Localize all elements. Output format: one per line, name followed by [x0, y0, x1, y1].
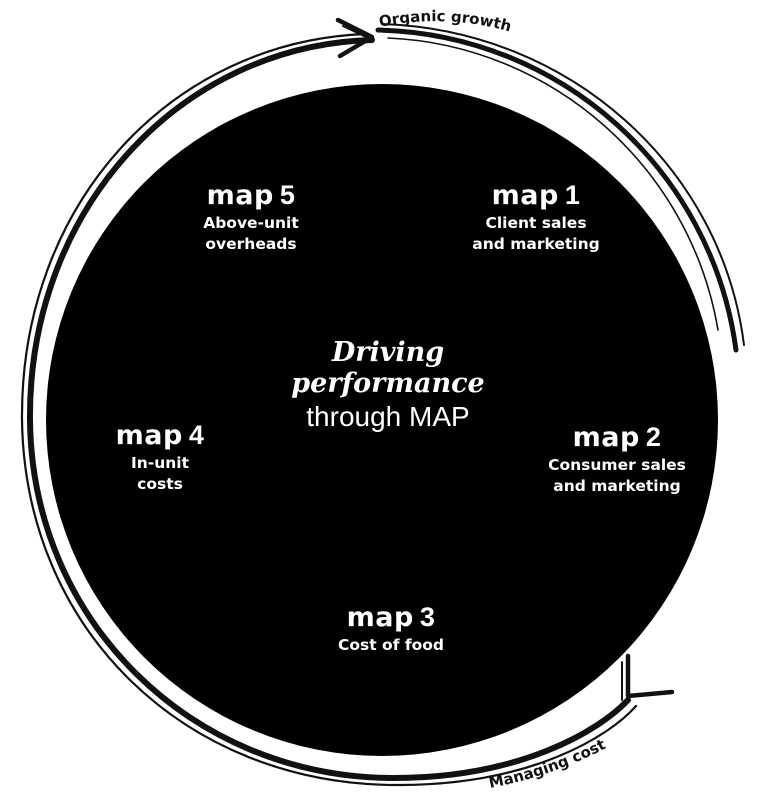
arrowhead-bottom [621, 653, 675, 701]
map-5-number: 5 [279, 180, 296, 210]
map-5-label: Above-unit overheads [176, 213, 326, 255]
arrowhead-top [335, 17, 375, 59]
outer-ring [20, 23, 745, 787]
map-4-label-line2: costs [137, 475, 183, 493]
map-brand-mark: map [346, 602, 414, 633]
map-brand-mark: map [491, 180, 559, 211]
map-brand-mark: map [206, 180, 274, 211]
map-5-label-line1: Above-unit [203, 214, 299, 232]
map-brand-mark: map [115, 420, 183, 451]
map-4-label-line1: In-unit [130, 454, 190, 472]
map-5-label-line2: overheads [205, 235, 297, 253]
central-circle [46, 84, 718, 756]
map-1-number: 1 [564, 180, 581, 210]
map-1-label-line1: Client sales [485, 214, 587, 232]
center-line-through-map: through MAP [306, 401, 470, 432]
map-2-label-line2: and marketing [553, 477, 681, 495]
map-1-label-line2: and marketing [472, 235, 600, 253]
map-3-number: 3 [419, 602, 436, 632]
center-line-driving: Driving [331, 337, 445, 368]
center-heading: Driving performance through MAP [280, 337, 496, 435]
map-4-number: 4 [188, 420, 205, 450]
map-2-label: Consumer sales and marketing [532, 455, 702, 497]
map-2-number: 2 [645, 422, 662, 452]
map-3-label: Cost of food [316, 635, 466, 656]
map-4-label: In-unit costs [85, 453, 235, 495]
map-1-label: Client sales and marketing [456, 213, 616, 255]
map-2-label-line1: Consumer sales [548, 456, 686, 474]
map-brand-mark: map [572, 422, 640, 453]
center-line-performance: performance [291, 368, 485, 399]
map-3-label-line1: Cost of food [338, 636, 444, 654]
